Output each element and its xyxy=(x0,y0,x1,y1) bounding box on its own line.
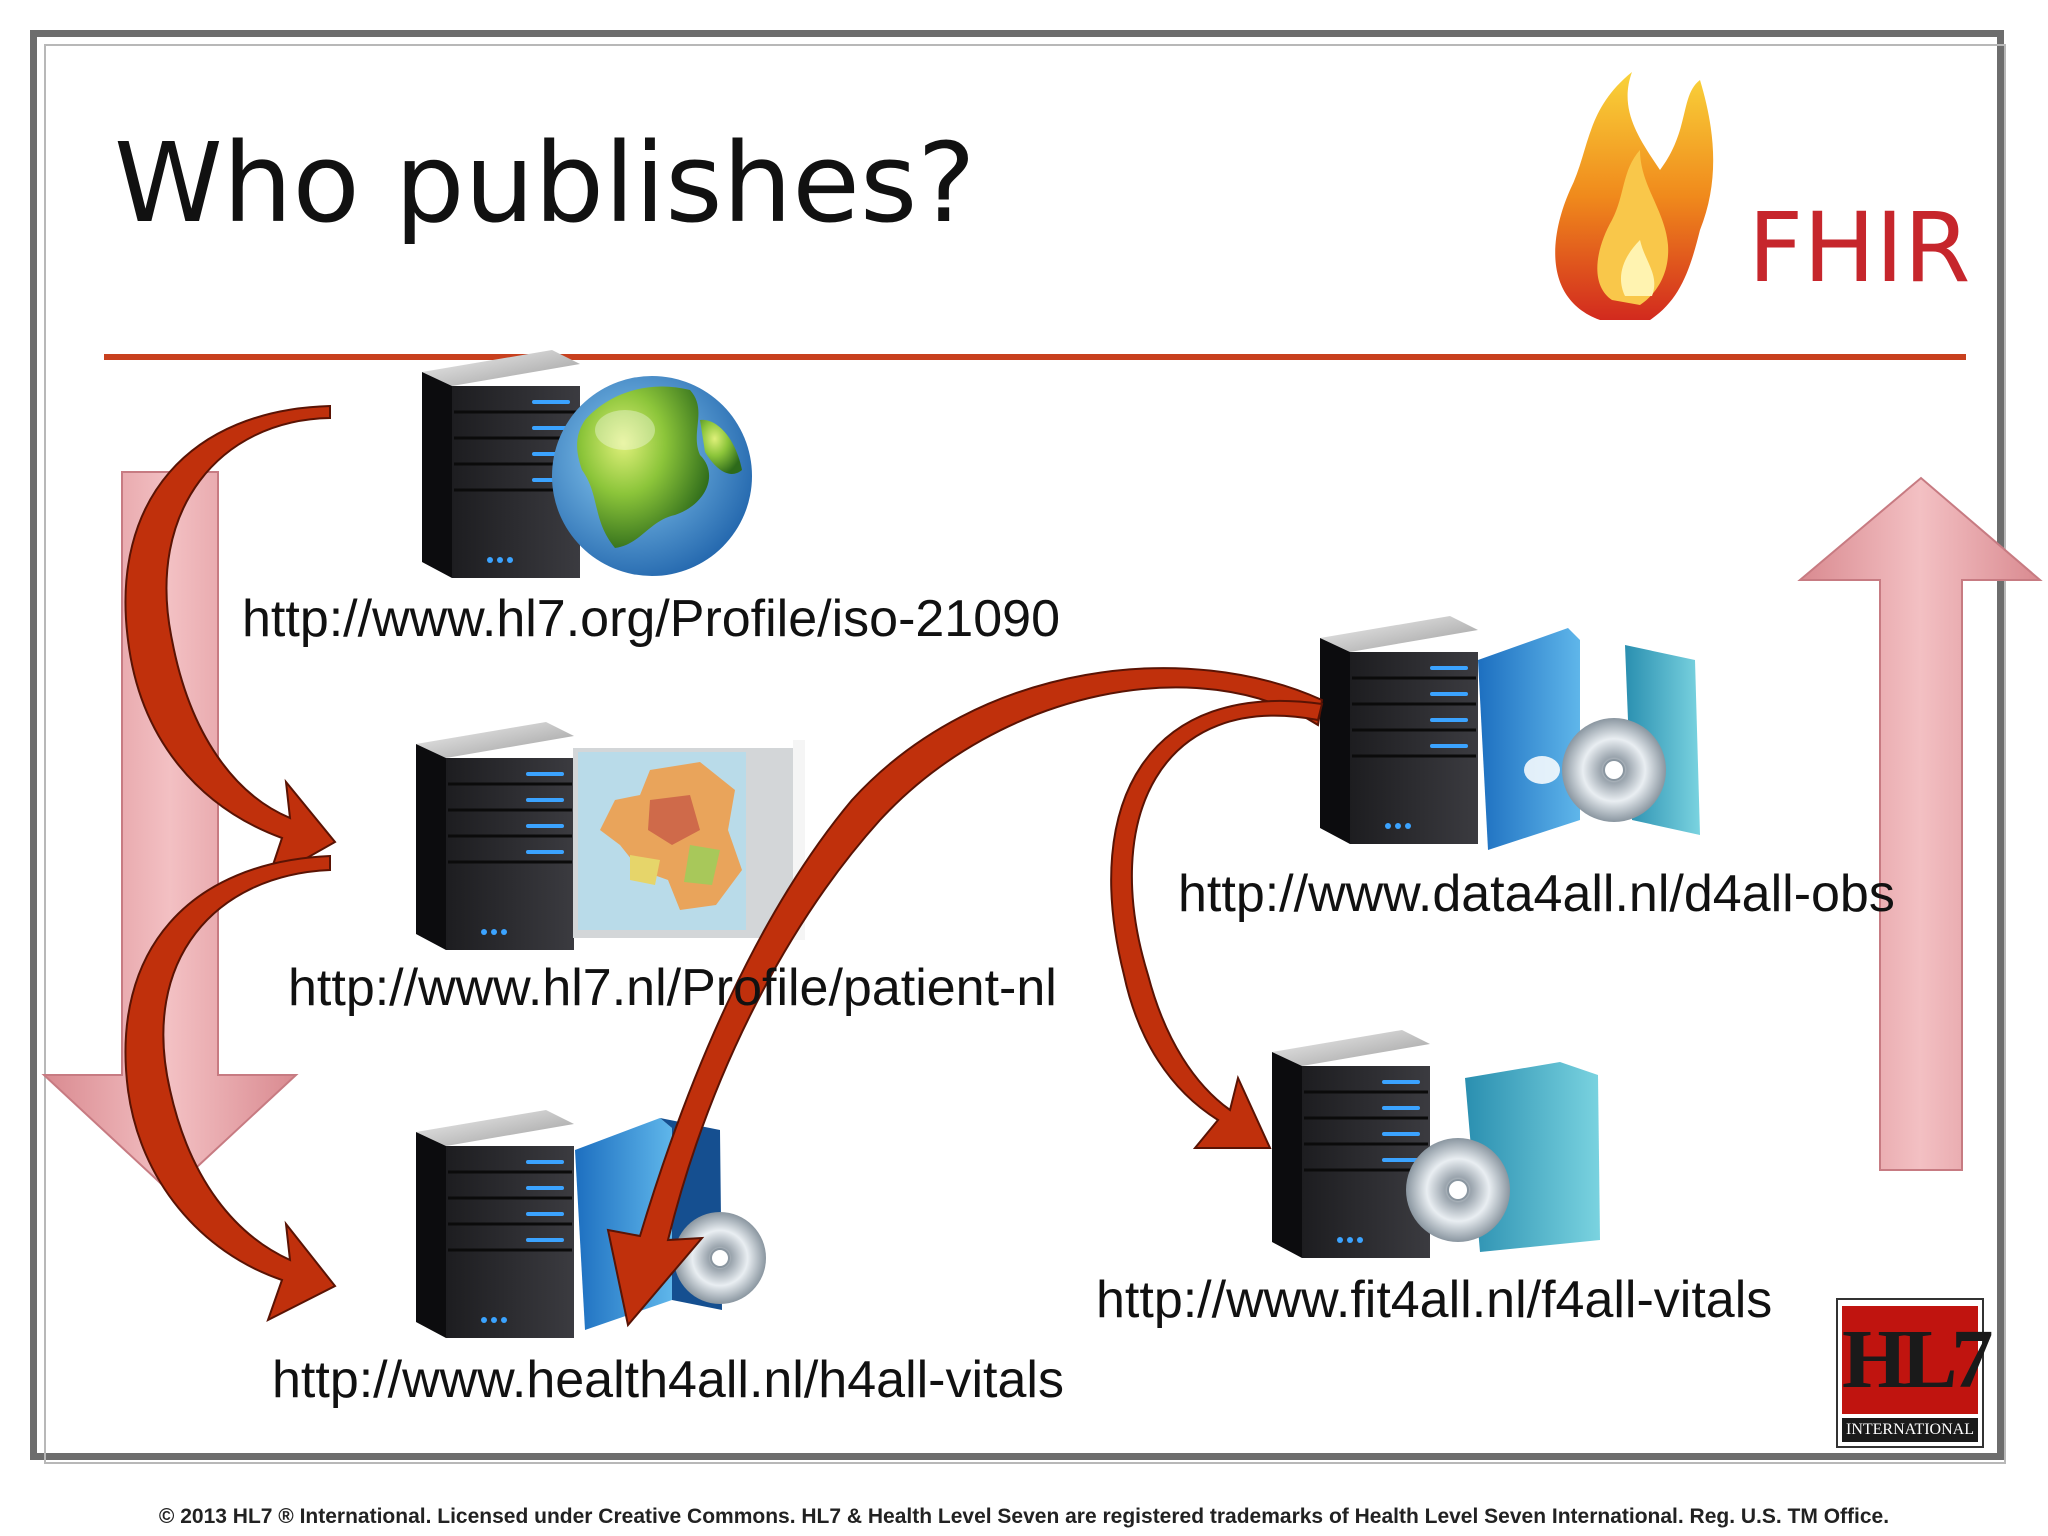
big-down-arrow xyxy=(41,471,299,1194)
server-5-graphic xyxy=(1272,1030,1600,1260)
curve-arrow-2 xyxy=(124,854,337,1323)
server-4-url: http://www.data4all.nl/d4all-obs xyxy=(1178,865,1895,923)
server-1-url: http://www.hl7.org/Profile/iso-21090 xyxy=(242,590,1060,648)
curve-arrow-1 xyxy=(124,404,337,883)
hl7-logo-sub: INTERNATIONAL xyxy=(1842,1418,1978,1442)
curve-arrow-4 xyxy=(1110,699,1324,1149)
hl7-logo-main: HL7 xyxy=(1842,1306,1993,1414)
curve-arrow-3 xyxy=(606,667,1324,1328)
curved-arrows xyxy=(124,404,1324,1328)
big-up-arrow xyxy=(1797,476,2043,1171)
server-3-url: http://www.health4all.nl/h4all-vitals xyxy=(272,1351,1064,1409)
software-box-icon xyxy=(1406,1062,1600,1252)
flame-icon xyxy=(1555,72,1714,320)
fhir-logo-text: FHIR xyxy=(1748,192,1971,304)
netherlands-map-icon xyxy=(573,740,805,940)
server-1-graphic xyxy=(422,350,752,580)
server-2-graphic xyxy=(416,722,805,952)
page-title: Who publishes? xyxy=(114,119,976,247)
software-box-icon xyxy=(1478,628,1700,850)
server-4-graphic xyxy=(1320,616,1700,850)
hl7-logo: HL7 INTERNATIONAL xyxy=(1836,1298,1993,1448)
copyright-footer: © 2013 HL7 ® International. Licensed und… xyxy=(158,1505,1890,1528)
server-3-graphic xyxy=(416,1110,766,1340)
slide-inner-border xyxy=(44,44,2006,1464)
server-2-url: http://www.hl7.nl/Profile/patient-nl xyxy=(288,959,1057,1017)
title-divider xyxy=(104,354,1966,360)
fhir-logo xyxy=(1555,72,1714,320)
server-5-url: http://www.fit4all.nl/f4all-vitals xyxy=(1096,1271,1773,1329)
globe-icon xyxy=(552,376,752,576)
